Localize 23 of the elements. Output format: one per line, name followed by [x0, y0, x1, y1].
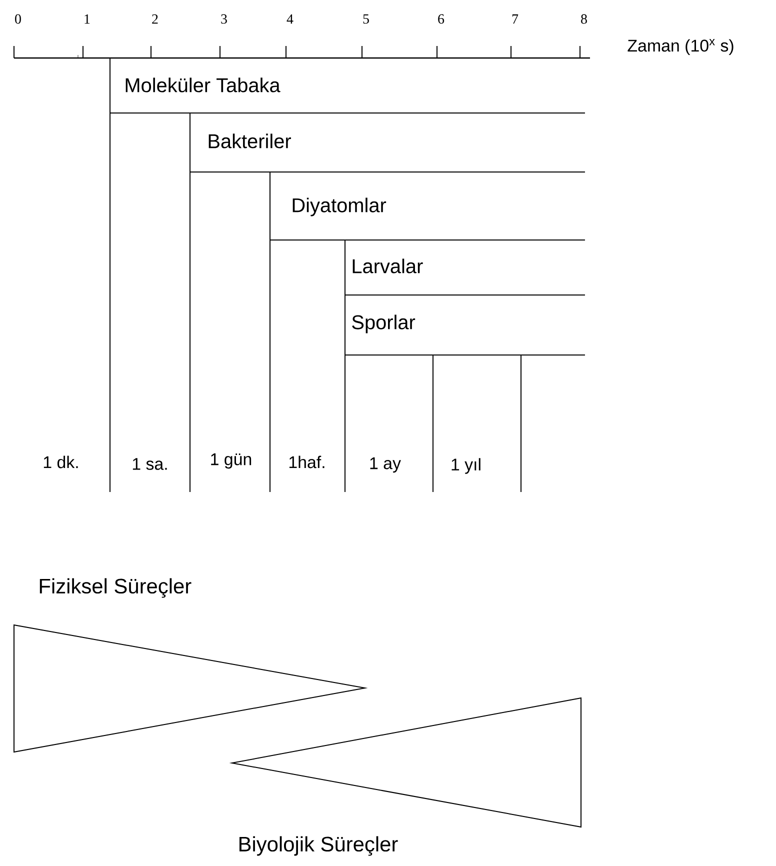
time-label: 1 yıl [452, 458, 480, 474]
tick-label: 1 [84, 14, 90, 24]
band-label: Sporlar [352, 314, 416, 334]
node-label: Biyolojik Süreçler [239, 836, 398, 856]
time-label: 1haf. [289, 456, 324, 468]
band-label: Bakteriler [208, 134, 291, 148]
tick-label: 7 [512, 14, 518, 24]
time-label: 1 ay [370, 457, 401, 473]
tick-label: 0 [15, 14, 21, 24]
band-label: Larvalar [352, 258, 423, 274]
tick-label: 8 [581, 14, 587, 24]
time-label: 1 sa. [132, 458, 167, 470]
tick-label: 4 [286, 14, 294, 24]
band-label: Moleküler Tabaka [126, 78, 280, 92]
axis-title: Zaman (10$^{x}$ s) [628, 38, 734, 55]
band-label: Diyatomlar [292, 198, 386, 216]
tick-label: 6 [438, 14, 444, 24]
node-label: Fiziksel Süreçler [40, 578, 192, 598]
tick-label: 3 [221, 14, 227, 24]
tick-label: 2 [152, 14, 158, 24]
time-label: 1 dk. [44, 456, 78, 468]
time-label: 1 gün [211, 453, 252, 469]
tick-label: 5 [363, 14, 369, 24]
